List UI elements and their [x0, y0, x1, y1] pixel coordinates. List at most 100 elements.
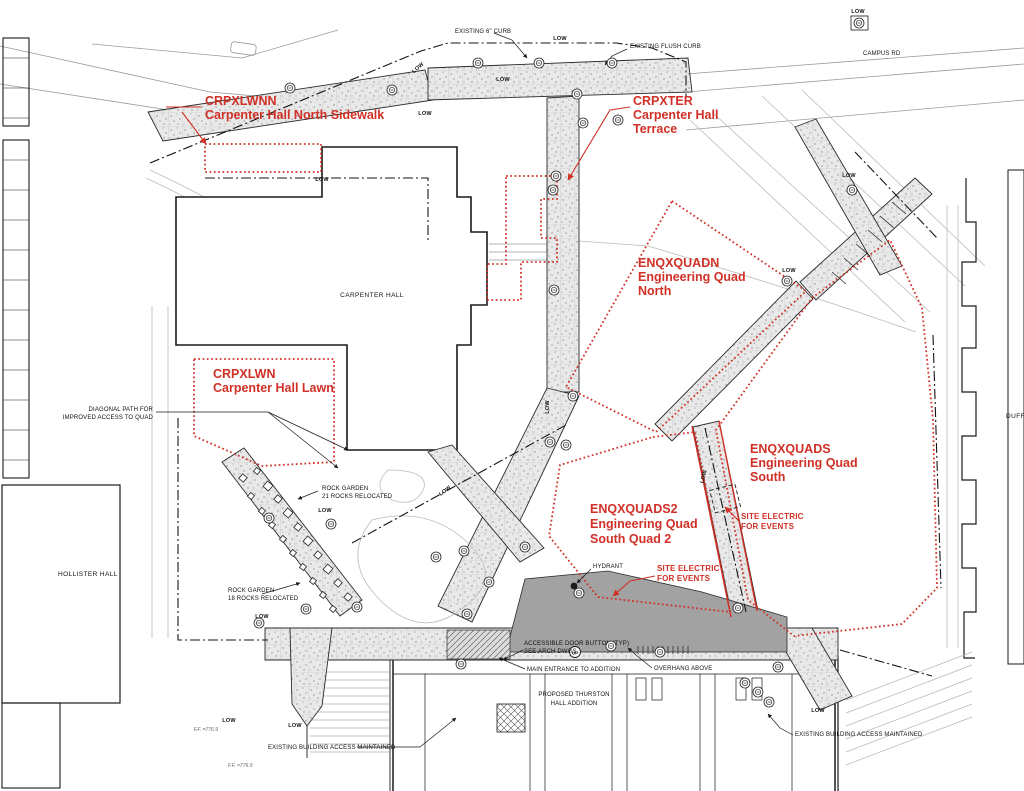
rock — [257, 506, 267, 516]
elevator-shaft — [496, 703, 526, 733]
utility-symbol — [853, 17, 865, 29]
symbol-core — [848, 186, 856, 194]
hollister-hall-outline — [1, 484, 121, 704]
rock — [313, 550, 323, 560]
up-label: UP — [572, 650, 578, 655]
utility-symbol — [351, 601, 363, 613]
utility-symbol — [461, 608, 473, 620]
label-duffield: DUFFIELD — [1006, 413, 1024, 420]
utility-symbol — [606, 57, 618, 69]
utility-symbol — [612, 114, 624, 126]
note-leader — [627, 647, 653, 669]
zone-enqxquads — [715, 238, 938, 637]
zone-label-crpxter-name1: Carpenter Hall — [633, 108, 718, 122]
utility-symbol — [560, 439, 572, 451]
label-hollister-hall: HOLLISTER HALL — [58, 571, 118, 578]
note-rock-garden-18a: ROCK GARDEN — [228, 588, 274, 594]
road-edge — [91, 29, 339, 59]
symbol-core — [741, 679, 749, 687]
symbol-core — [353, 603, 361, 611]
utility-symbol — [550, 170, 562, 182]
symbol-core — [783, 277, 791, 285]
hollister-wing — [2, 139, 30, 479]
campus-road-edge — [685, 99, 1024, 131]
hollister-rungs — [3, 57, 29, 461]
symbol-core — [573, 90, 581, 98]
note-leader — [493, 32, 528, 59]
symbol-core — [569, 392, 577, 400]
low-marker: LOW — [811, 708, 825, 714]
low-marker: LOW — [699, 469, 708, 484]
zone-enqxquads2 — [548, 431, 732, 614]
utility-symbol — [547, 184, 559, 196]
roof-hatch-line — [845, 716, 973, 766]
symbol-core — [579, 119, 587, 127]
roof-hatch-line — [845, 651, 973, 701]
buildings-layer — [1, 37, 1024, 791]
zone-label-enqxquadn-name2: North — [638, 284, 671, 298]
note-thurston-2: HALL ADDITION — [551, 701, 598, 707]
utility-symbol — [752, 686, 764, 698]
zone-label-crpxlwnn-name: Carpenter Hall North Sidewalk — [205, 108, 384, 122]
sw-funnel-walk — [289, 627, 333, 727]
existing-diagonal-walk — [711, 111, 931, 313]
corridor-red-edges — [691, 420, 758, 618]
rock — [328, 604, 338, 614]
zone-label-crpxlwn-code: CRPXLWN — [213, 367, 276, 381]
rock-garden-layer — [238, 466, 353, 614]
utility-symbol — [386, 84, 398, 96]
low-marker: LOW — [315, 177, 329, 183]
symbol-core — [754, 688, 762, 696]
symbol-core — [774, 663, 782, 671]
note-leader — [267, 411, 339, 469]
symbol-core — [265, 514, 273, 522]
rock-garden-path — [221, 447, 363, 617]
low-marker: LOW — [318, 508, 332, 514]
note-ff-elev-2: F.F. =776.9 — [228, 763, 253, 769]
roof-hatch-line — [845, 677, 973, 727]
duffield-wall — [961, 178, 977, 659]
symbol-core — [388, 86, 396, 94]
north-walk — [427, 57, 693, 101]
utility-symbol — [567, 390, 579, 402]
fixture — [735, 677, 747, 701]
zone-label-crpxlwnn-code: CRPXLWNN — [205, 94, 277, 108]
utility-symbol — [284, 82, 296, 94]
label-arrow — [567, 106, 631, 181]
limit-line — [854, 151, 938, 239]
note-leader — [498, 657, 526, 670]
note-hydrant: HYDRANT — [593, 564, 623, 570]
utility-symbol — [533, 57, 545, 69]
symbol-core — [457, 660, 465, 668]
symbol-core — [463, 610, 471, 618]
quad-walk-ne — [654, 280, 814, 442]
leaders-layer: UP — [156, 32, 794, 748]
note-diagonal-path-1: DIAGONAL PATH FOR — [89, 407, 154, 413]
utility-symbol — [430, 551, 442, 563]
symbol-core — [550, 286, 558, 294]
zone-label-enqxquads2-code: ENQXQUADS2 — [590, 502, 678, 516]
existing-diagonal-walk — [689, 119, 906, 323]
note-existing-curb: EXISTING 6" CURB — [455, 29, 511, 35]
entry-hatch-paving — [446, 629, 511, 660]
zone-label-enqxquads-name2: South — [750, 470, 785, 484]
utility-symbol — [732, 602, 744, 614]
hydrant-symbol — [570, 582, 578, 590]
campus-road-edge — [685, 63, 1024, 93]
thurston-outline — [392, 657, 836, 791]
rock — [298, 562, 308, 572]
symbol-core — [460, 547, 468, 555]
site-electric-label-1b: FOR EVENTS — [741, 522, 795, 531]
rock — [333, 578, 343, 588]
step-tread — [855, 243, 871, 257]
step-tread — [891, 201, 907, 215]
lawn-blob — [379, 469, 425, 503]
symbol-core — [607, 642, 615, 650]
symbol-core — [549, 186, 557, 194]
up-marker: UP — [569, 646, 581, 658]
roof-hatch-line — [845, 703, 973, 753]
symbol-core — [432, 553, 440, 561]
center-walk-ns — [546, 95, 580, 393]
note-diagonal-path-2: IMPROVED ACCESS TO QUAD — [63, 415, 154, 421]
zones-layer — [193, 143, 938, 637]
